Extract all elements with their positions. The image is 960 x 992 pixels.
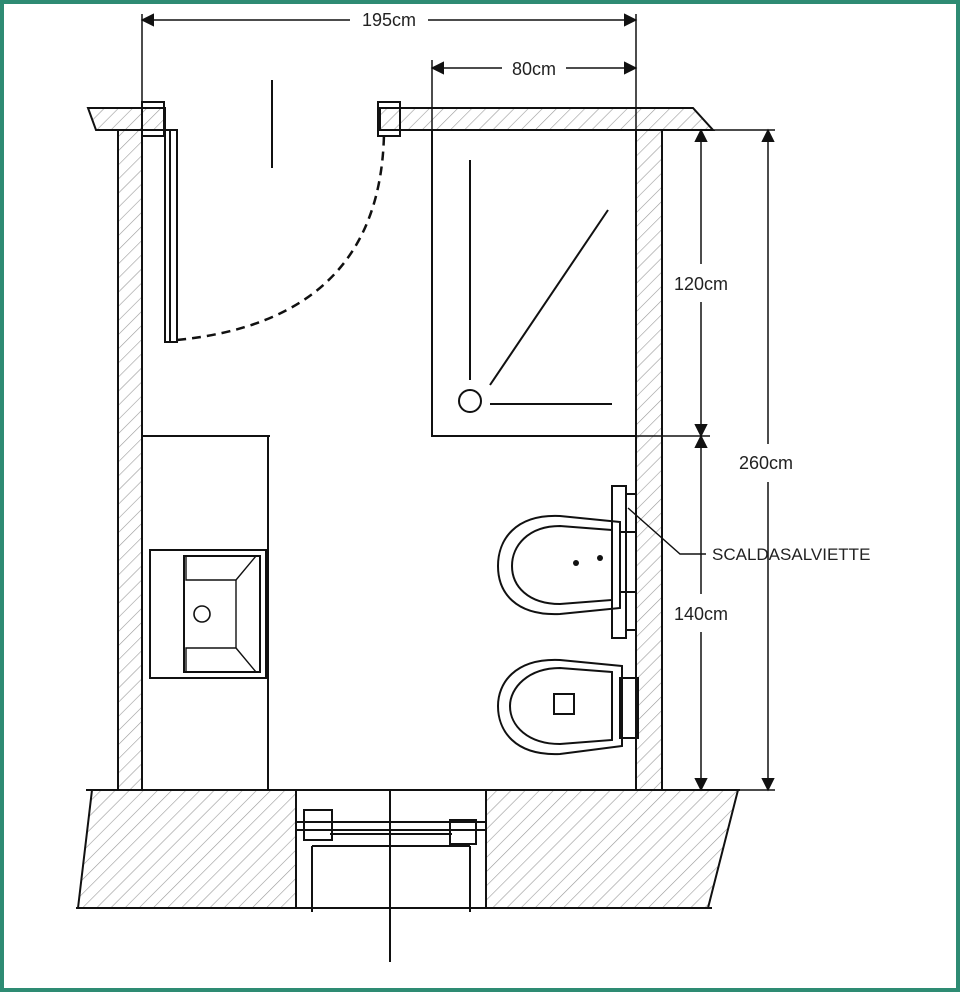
dim-total-width-label: 195cm bbox=[362, 10, 416, 30]
right-wall bbox=[635, 129, 663, 791]
door bbox=[141, 80, 401, 343]
shower-tray bbox=[431, 129, 710, 437]
towel-warmer-leader bbox=[627, 507, 706, 555]
door-jamb-left bbox=[141, 101, 165, 137]
dim-fixtures-depth-label: 140cm bbox=[674, 604, 728, 624]
towel-warmer bbox=[611, 485, 706, 639]
vanity bbox=[142, 435, 270, 790]
sink-basin bbox=[149, 549, 267, 679]
towel-warmer-label: SCALDASALVIETTE bbox=[712, 545, 870, 564]
left-wall bbox=[117, 129, 143, 791]
toilet bbox=[496, 658, 639, 756]
bottom-wall-left bbox=[76, 789, 297, 909]
shower-drain-icon bbox=[458, 389, 482, 413]
door-swing-arc bbox=[176, 133, 386, 342]
bidet bbox=[496, 514, 637, 616]
bottom-window bbox=[76, 789, 740, 962]
sink-drain-icon bbox=[193, 605, 211, 623]
dim-shower-width-label: 80cm bbox=[512, 59, 556, 79]
bottom-wall-right bbox=[485, 789, 740, 909]
dim-shower-depth-label: 120cm bbox=[674, 274, 728, 294]
door-jamb-right bbox=[377, 101, 401, 137]
top-wall-right bbox=[379, 107, 716, 131]
dimension-lines bbox=[140, 13, 775, 792]
dim-total-depth-label: 260cm bbox=[739, 453, 793, 473]
top-wall-left bbox=[86, 107, 166, 131]
